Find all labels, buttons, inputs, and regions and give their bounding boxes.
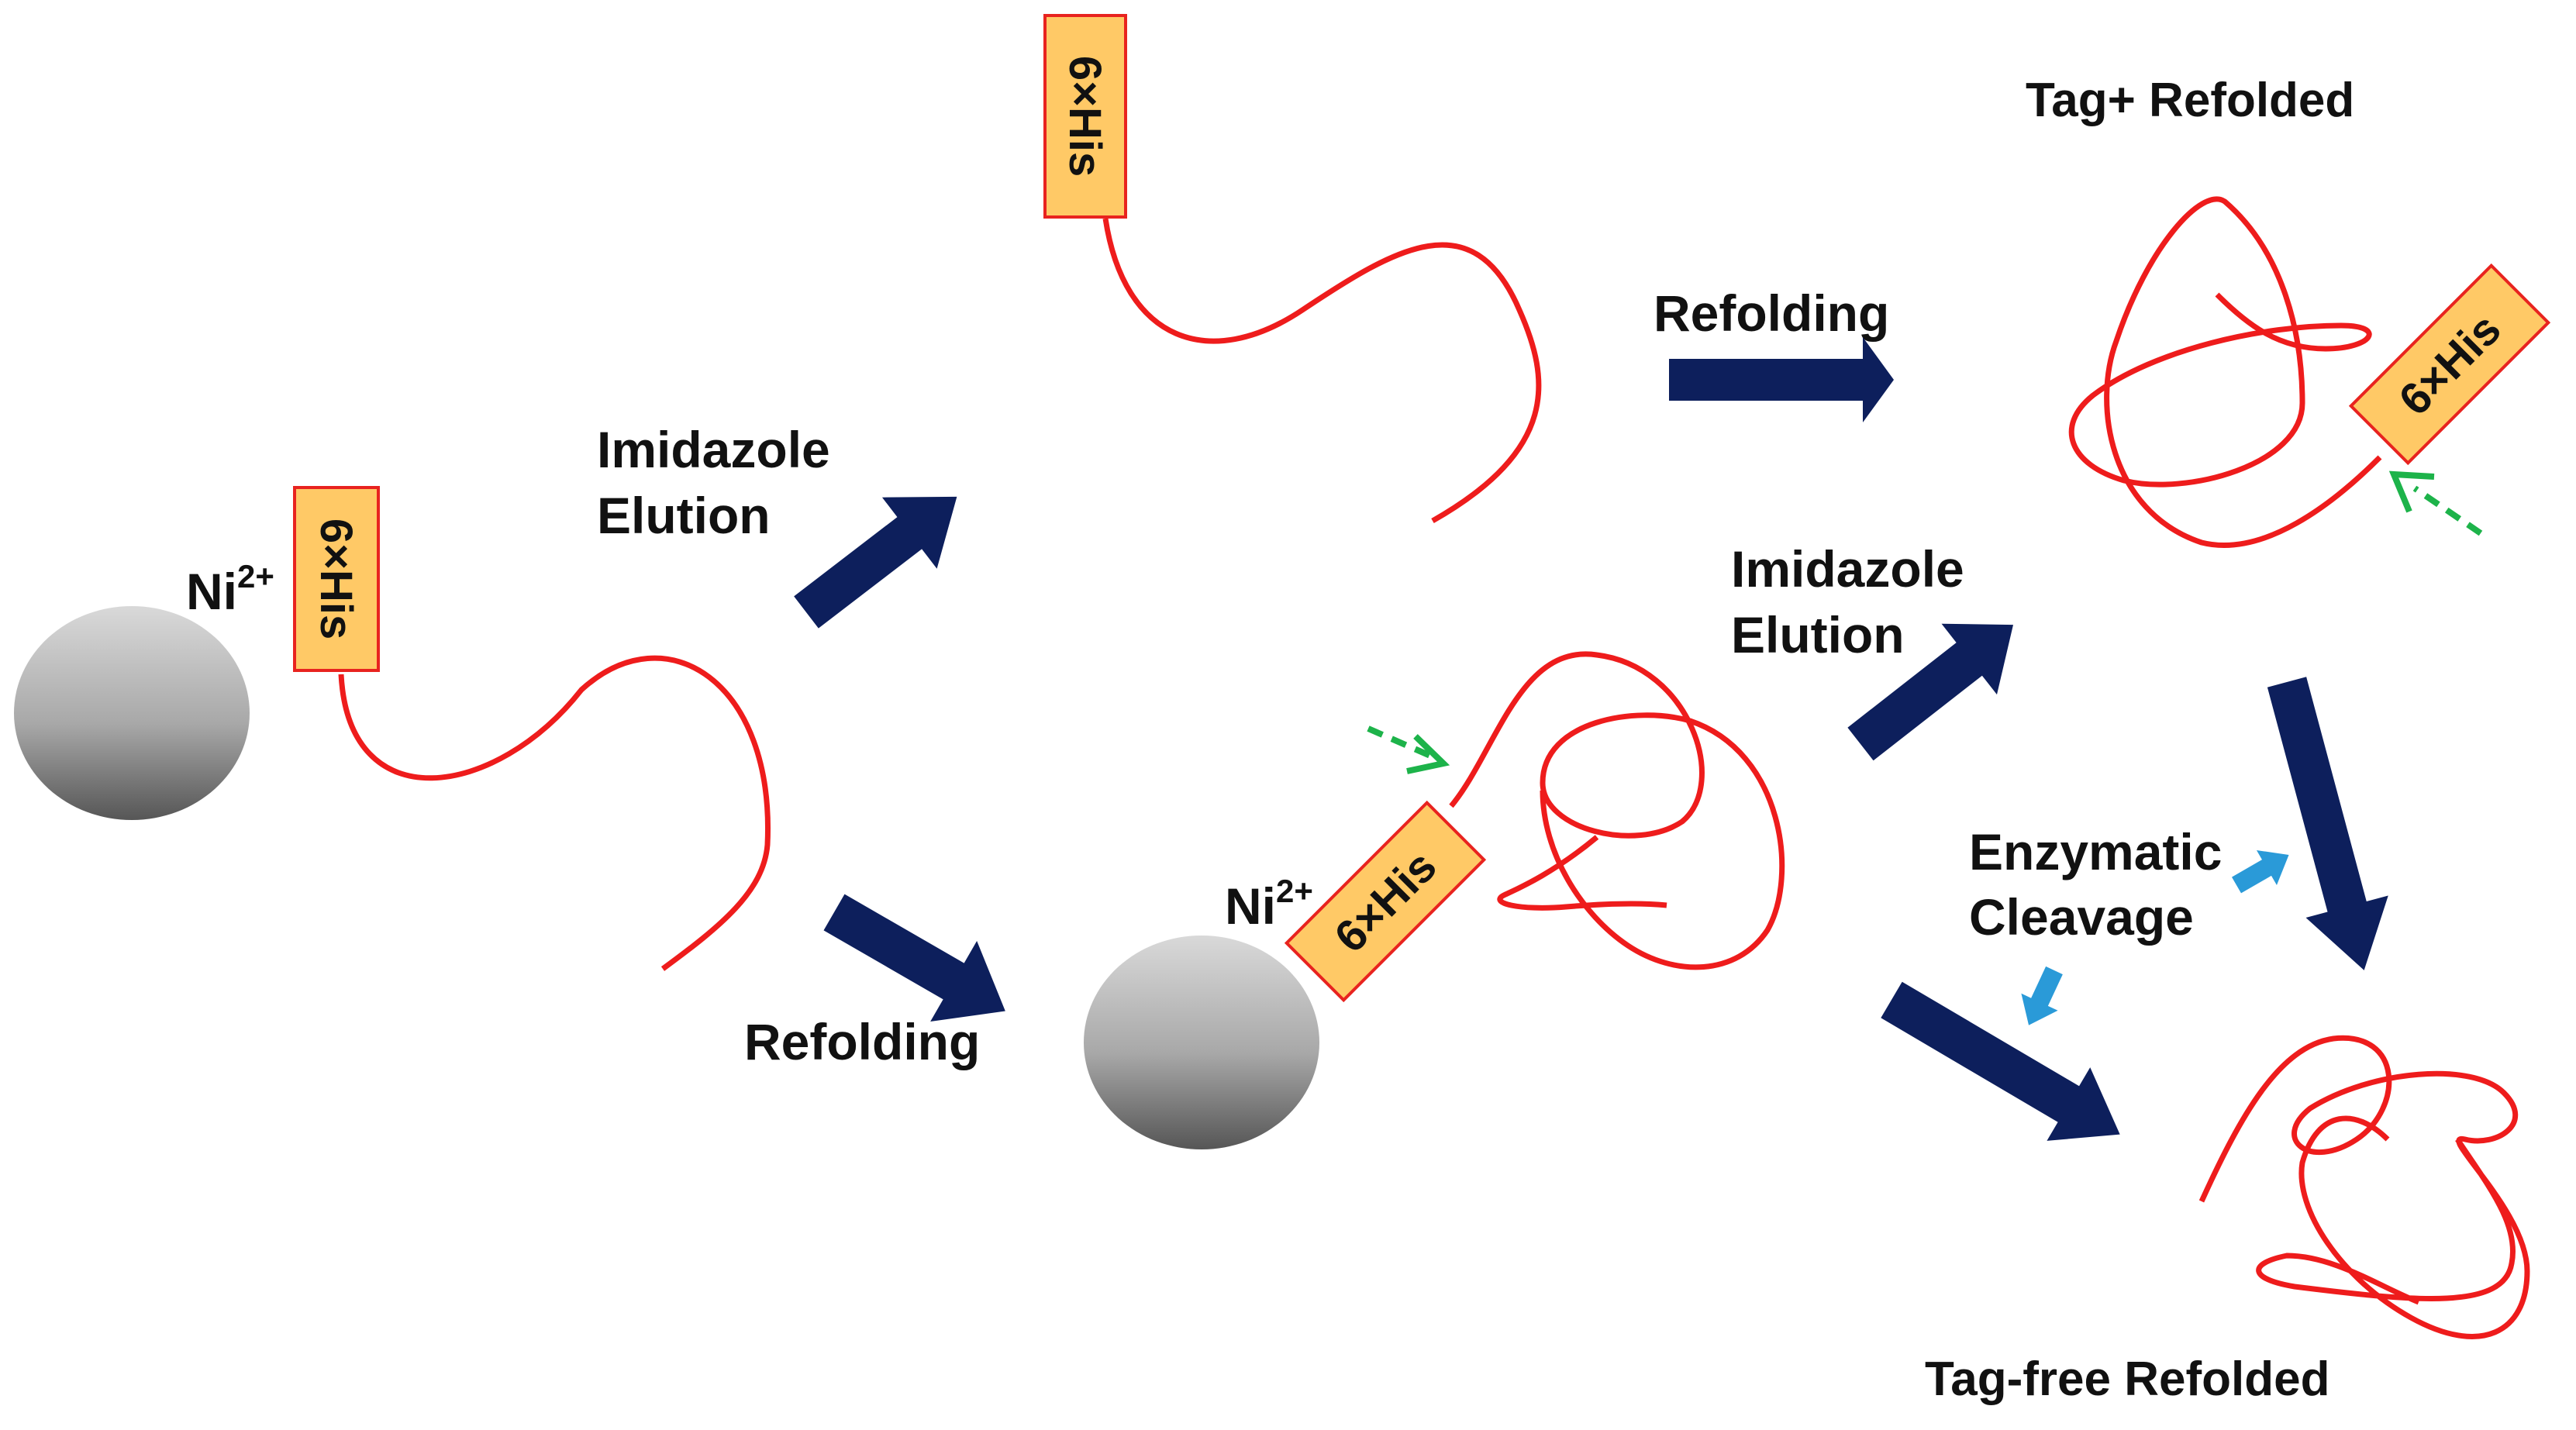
arrow-elution-left xyxy=(794,496,957,629)
imidazole-elution-label-middle-line1: Imidazole xyxy=(1731,540,1964,598)
arrow-elution-middle xyxy=(1847,623,2014,761)
refolding-label-top: Refolding xyxy=(1654,284,1889,342)
nickel-bead-middle xyxy=(1084,936,1319,1149)
ni-ion-label-left: Ni2+ xyxy=(186,558,274,620)
imidazole-elution-label-left-line1: Imidazole xyxy=(597,421,830,478)
his-tag-label-top: 6×His xyxy=(1060,56,1110,177)
refolded-chain-middle xyxy=(1449,651,1785,970)
nickel-bead-left xyxy=(14,606,250,820)
his-tag-top: 6×His xyxy=(1043,14,1127,219)
unfolded-chain-top xyxy=(1102,218,1542,524)
arrow-refolding-top xyxy=(1669,337,1894,422)
cleavage-site-pointer-tag-plus xyxy=(2388,470,2483,536)
his-tag-tag-plus: 6×His xyxy=(2348,263,2551,466)
enzymatic-cleavage-label-line2: Cleavage xyxy=(1969,888,2194,946)
refolded-chain-tag-free xyxy=(2198,1035,2530,1339)
tag-plus-refolded-title: Tag+ Refolded xyxy=(2026,74,2354,127)
arrow-refolding-to-tagfree xyxy=(1881,981,2120,1141)
refolded-chain-tag-plus xyxy=(2068,196,2382,548)
enzymatic-cleavage-label-line1: Enzymatic xyxy=(1969,823,2222,880)
cleavage-arrow-right xyxy=(2232,849,2289,894)
arrow-refolding-bottom xyxy=(823,894,1005,1022)
cleavage-site-pointer-middle xyxy=(1367,725,1450,774)
ni-ion-label-middle: Ni2+ xyxy=(1225,873,1313,935)
his-tag-middle: 6×His xyxy=(1284,800,1487,1003)
refolded-chain-middle-tail xyxy=(1497,835,1667,911)
unfolded-chain-left xyxy=(338,655,771,971)
cleavage-arrow-down xyxy=(2021,966,2063,1025)
arrow-cleavage-down xyxy=(2267,677,2388,970)
his-tag-left: 6×His xyxy=(293,486,380,672)
tag-free-refolded-title: Tag-free Refolded xyxy=(1925,1352,2329,1406)
imidazole-elution-label-left-line2: Elution xyxy=(597,487,771,544)
refolding-label-bottom: Refolding xyxy=(744,1013,980,1070)
his-tag-label-left: 6×His xyxy=(311,519,361,639)
imidazole-elution-label-middle-line2: Elution xyxy=(1731,606,1905,663)
